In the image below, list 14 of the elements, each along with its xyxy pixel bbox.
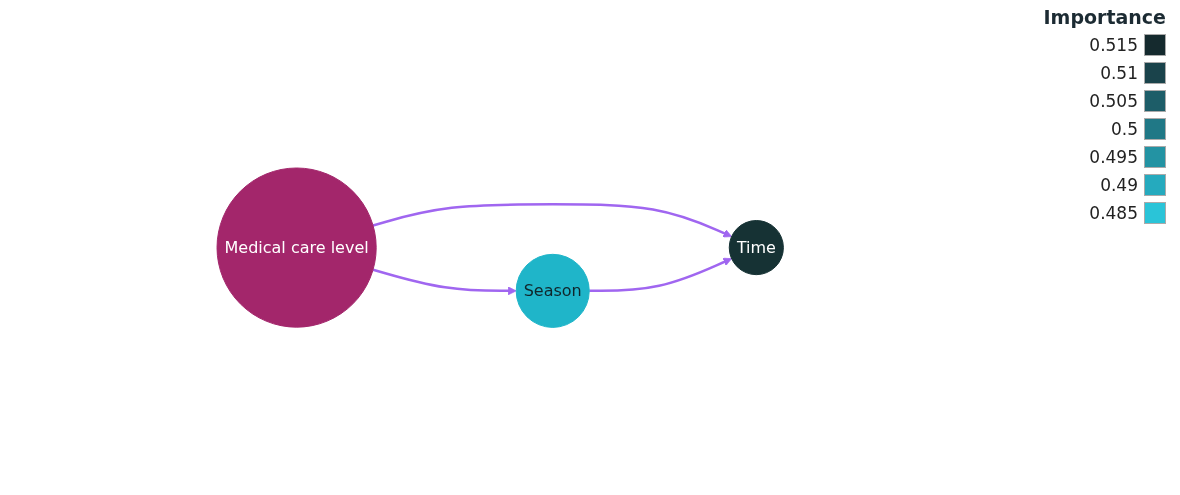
arrow <box>589 257 732 292</box>
node-circle: Season <box>515 253 590 328</box>
legend-value: 0.485 <box>1089 203 1138 223</box>
legend-value: 0.505 <box>1089 91 1138 111</box>
legend-value: 0.49 <box>1100 175 1138 195</box>
node-circle: Time <box>728 219 784 275</box>
legend-value: 0.495 <box>1089 147 1138 167</box>
legend-value: 0.51 <box>1100 63 1138 83</box>
legend-value: 0.515 <box>1089 35 1138 55</box>
node-circle: Medical care level <box>216 167 377 328</box>
arrow <box>372 268 517 296</box>
arrow <box>372 202 732 238</box>
legend-value: 0.5 <box>1110 119 1138 139</box>
legend-title: Importance <box>1043 6 1166 28</box>
